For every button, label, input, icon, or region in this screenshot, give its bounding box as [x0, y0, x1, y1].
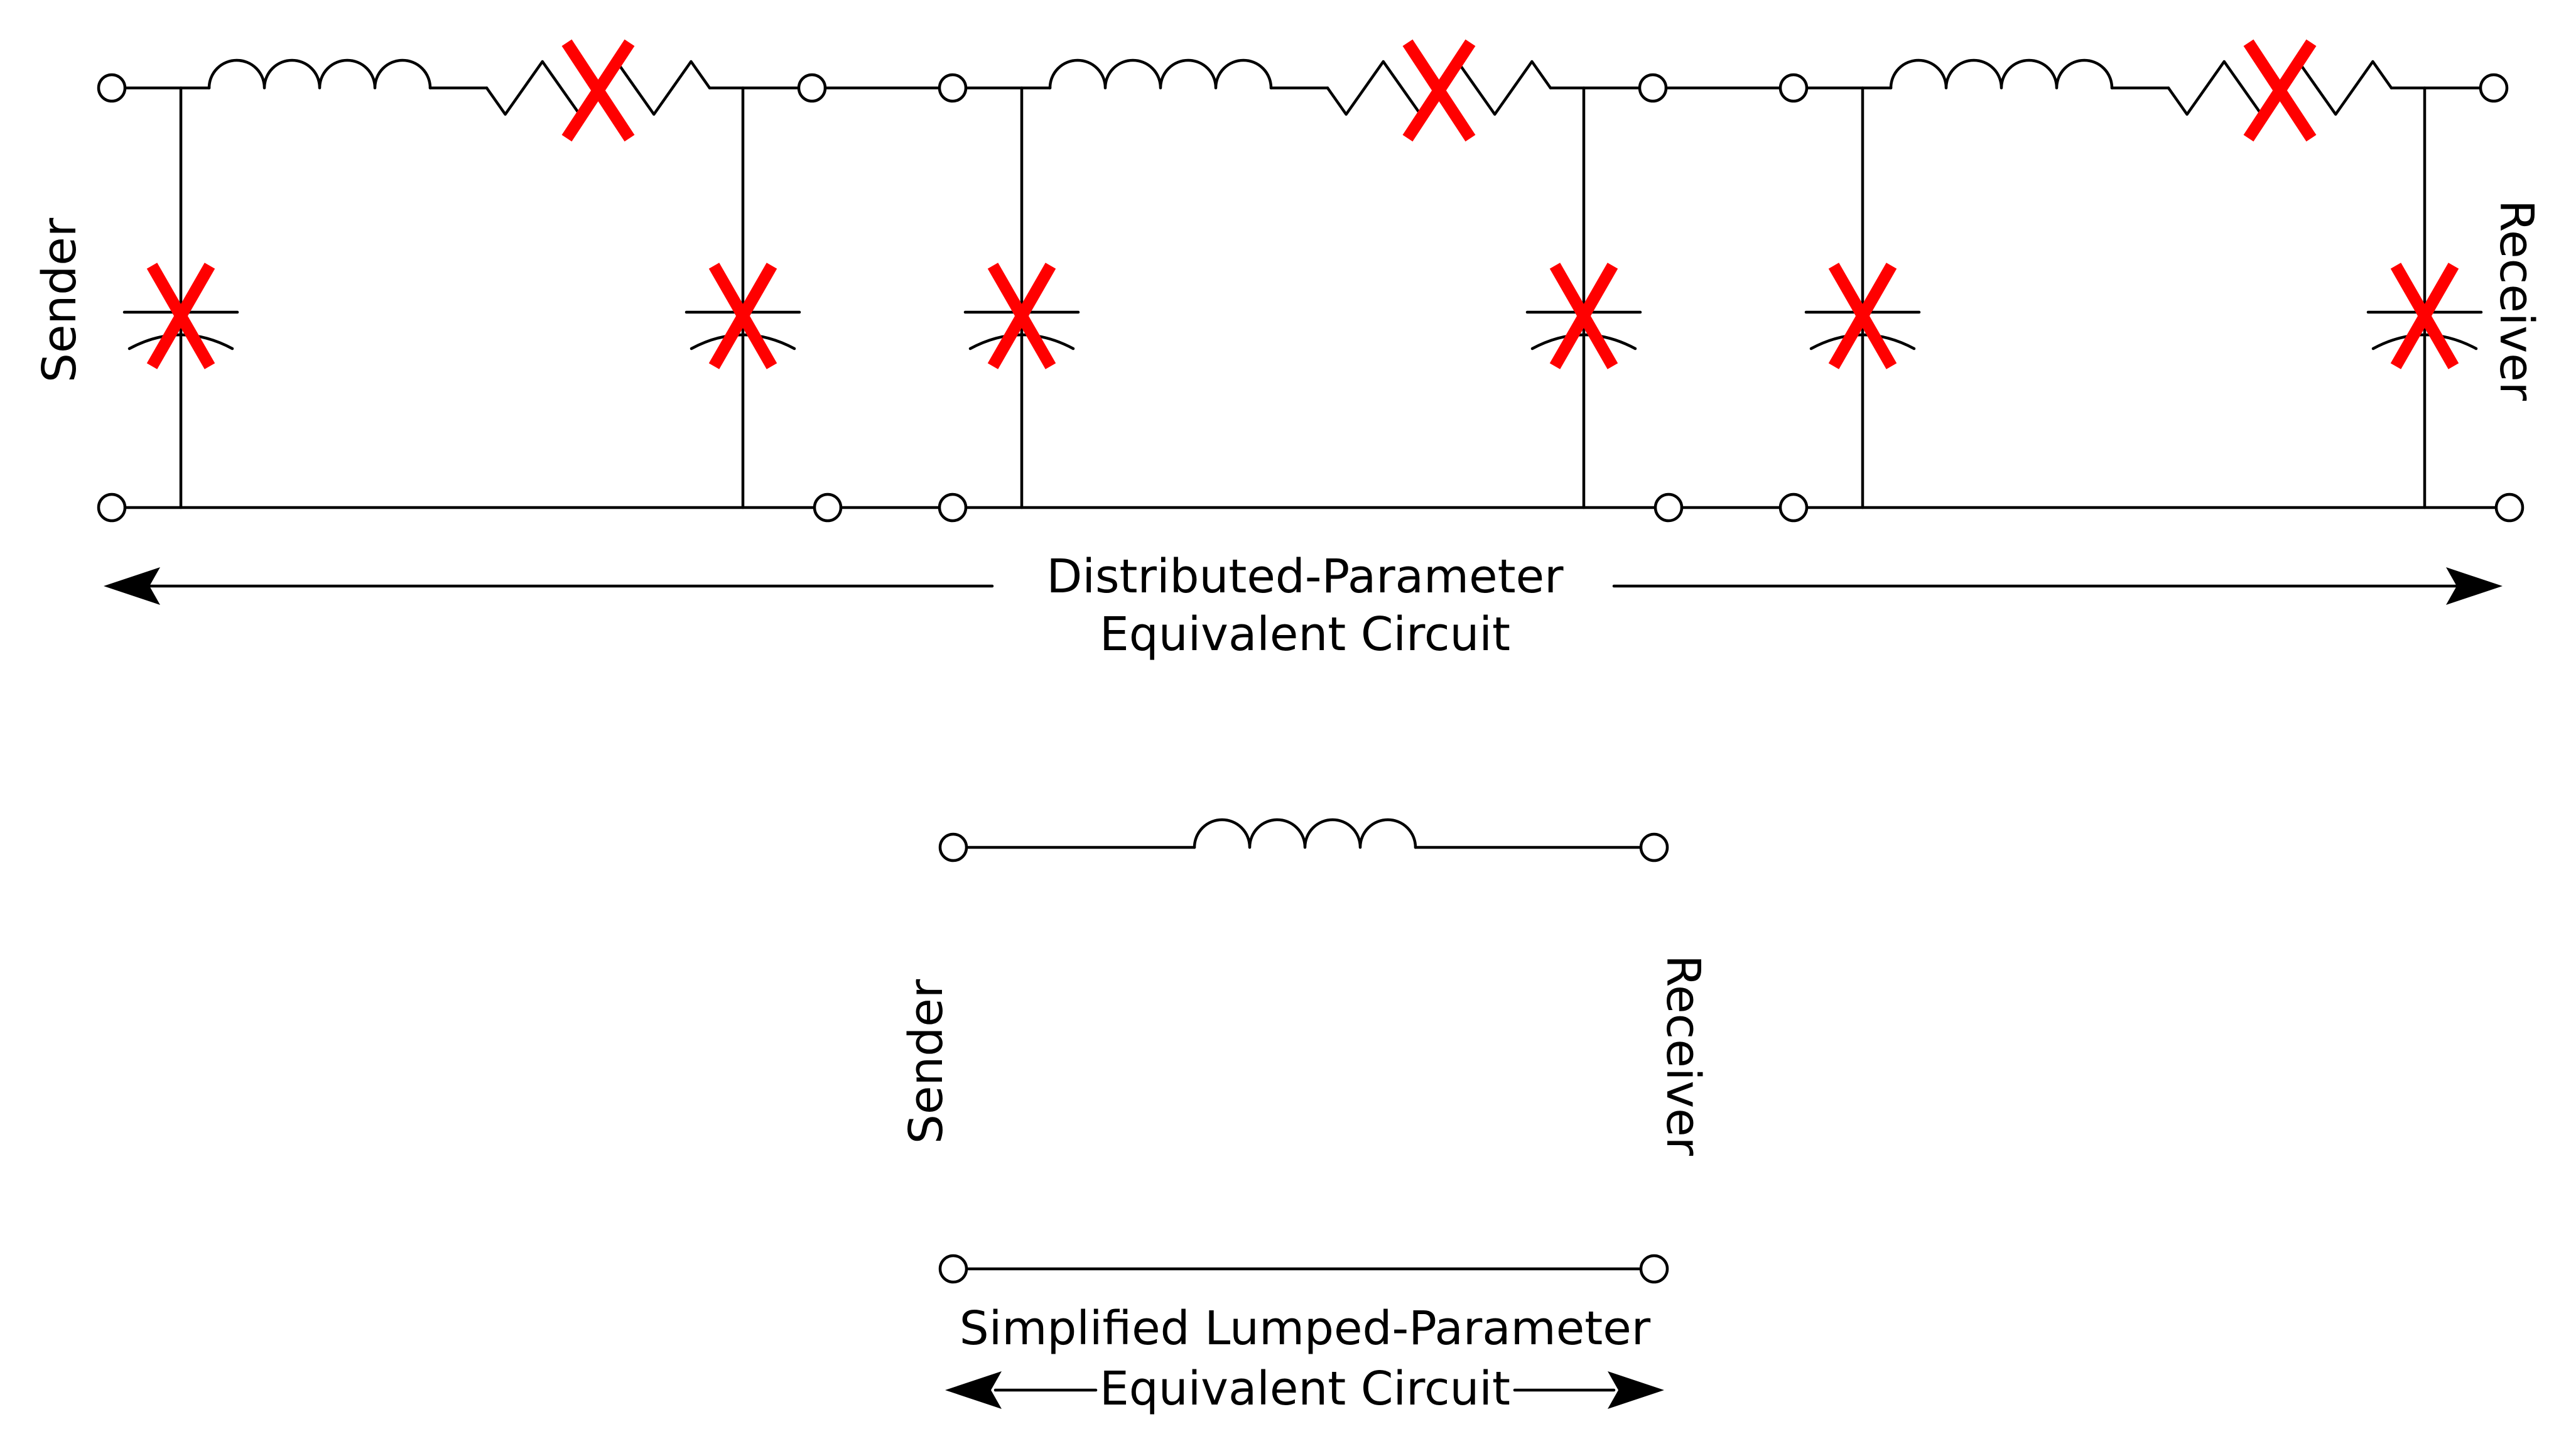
section-2-capacitor-left-curved-plate: [968, 333, 1075, 351]
section-1-capacitor-left-cross-mark: [146, 263, 215, 369]
arrowhead-right: [2446, 567, 2503, 605]
distributed-sender-label: Sender: [33, 217, 87, 383]
section-2-capacitor-left-cross-mark: [987, 263, 1056, 369]
distributed-circuit: [97, 39, 2525, 523]
section-2-capacitor-right-cross-mark: [1549, 263, 1618, 369]
lumped-sender-bottom-terminal: [938, 1254, 968, 1284]
section-3-capacitor-left-curved-plate: [1809, 333, 1916, 351]
section-3-bottom-right-terminal: [2494, 492, 2525, 523]
section-3-top-right-terminal: [2479, 73, 2509, 103]
section-1-top-left-terminal: [97, 73, 127, 103]
lumped-caption-line1: Simplified Lumped-Parameter: [960, 1302, 1651, 1356]
section-2-inductor: [1048, 58, 1273, 90]
section-1-resistor-cross-mark: [561, 39, 635, 142]
section-1-bottom-left-terminal: [97, 492, 127, 523]
arrowhead-left: [104, 567, 160, 605]
lumped-receiver-label: Receiver: [1656, 955, 1710, 1156]
lumped-receiver-bottom-terminal: [1639, 1254, 1669, 1284]
section-3-capacitor-right-curved-plate: [2371, 333, 2478, 351]
section-2-resistor-cross-mark: [1402, 39, 1476, 142]
section-3-top-left-terminal: [1778, 73, 1809, 103]
section-1-bottom-right-terminal: [813, 492, 843, 523]
section-1-inductor: [207, 58, 432, 90]
lumped-sender-label: Sender: [899, 979, 953, 1144]
distributed-receiver-label: Receiver: [2489, 200, 2543, 401]
lumped-inductor: [1193, 818, 1417, 849]
section-1-top-right-terminal: [797, 73, 827, 103]
distributed-span-arrow: [104, 567, 2503, 605]
lumped-sender-top-terminal: [938, 832, 968, 862]
distributed-caption-line1: Distributed-Parameter: [1046, 550, 1564, 604]
section-1-capacitor-left-curved-plate: [127, 333, 234, 351]
section-3-capacitor-right-cross-mark: [2390, 263, 2459, 369]
section-3-inductor: [1889, 58, 2114, 90]
lumped-span-arrow: [945, 1371, 1664, 1409]
section-2-bottom-left-terminal: [938, 492, 968, 523]
section-1-capacitor-right-cross-mark: [708, 263, 777, 369]
section-2-bottom-right-terminal: [1653, 492, 1684, 523]
section-2-top-left-terminal: [938, 73, 968, 103]
arrowhead-left: [945, 1371, 1002, 1409]
section-2-top-right-terminal: [1638, 73, 1668, 103]
lumped-circuit: [938, 818, 1669, 1284]
section-3-resistor-cross-mark: [2243, 39, 2317, 142]
section-1-capacitor-right-curved-plate: [690, 333, 796, 351]
section-3-capacitor-left-cross-mark: [1828, 263, 1897, 369]
distributed-caption-line2: Equivalent Circuit: [1100, 607, 1510, 661]
section-3-bottom-left-terminal: [1778, 492, 1809, 523]
lumped-receiver-top-terminal: [1639, 832, 1669, 862]
lumped-caption-line2: Equivalent Circuit: [1100, 1362, 1510, 1416]
section-2-capacitor-right-curved-plate: [1530, 333, 1637, 351]
arrowhead-right: [1608, 1371, 1664, 1409]
